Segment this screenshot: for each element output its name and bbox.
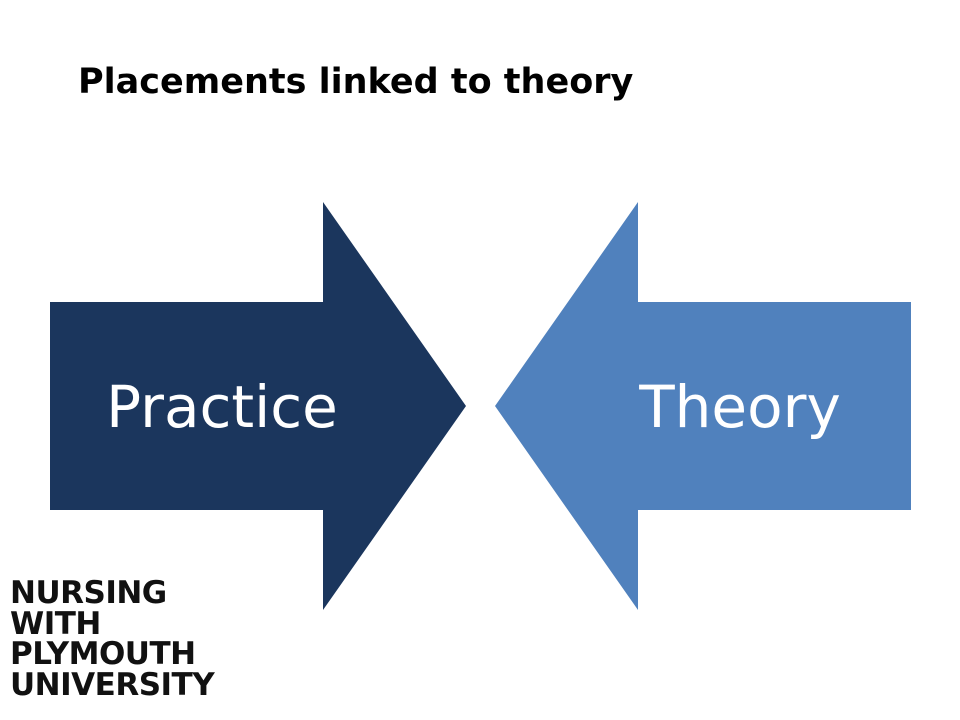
- theory-label: Theory: [638, 373, 841, 441]
- practice-label: Practice: [106, 373, 338, 441]
- logo-line-with: WITH: [10, 605, 101, 642]
- slide-title: Placements linked to theory: [78, 62, 634, 102]
- logo-line-plymouth: PLYMOUTH: [10, 636, 196, 672]
- logo-line-nursing: NURSING: [10, 575, 167, 611]
- practice-arrow: [50, 202, 466, 610]
- nursing-with-plymouth-university-logo: NURSING WITH PLYMOUTH UNIVERSITY: [10, 575, 215, 703]
- logo-line-university: UNIVERSITY: [10, 666, 215, 703]
- theory-arrow: [495, 202, 911, 610]
